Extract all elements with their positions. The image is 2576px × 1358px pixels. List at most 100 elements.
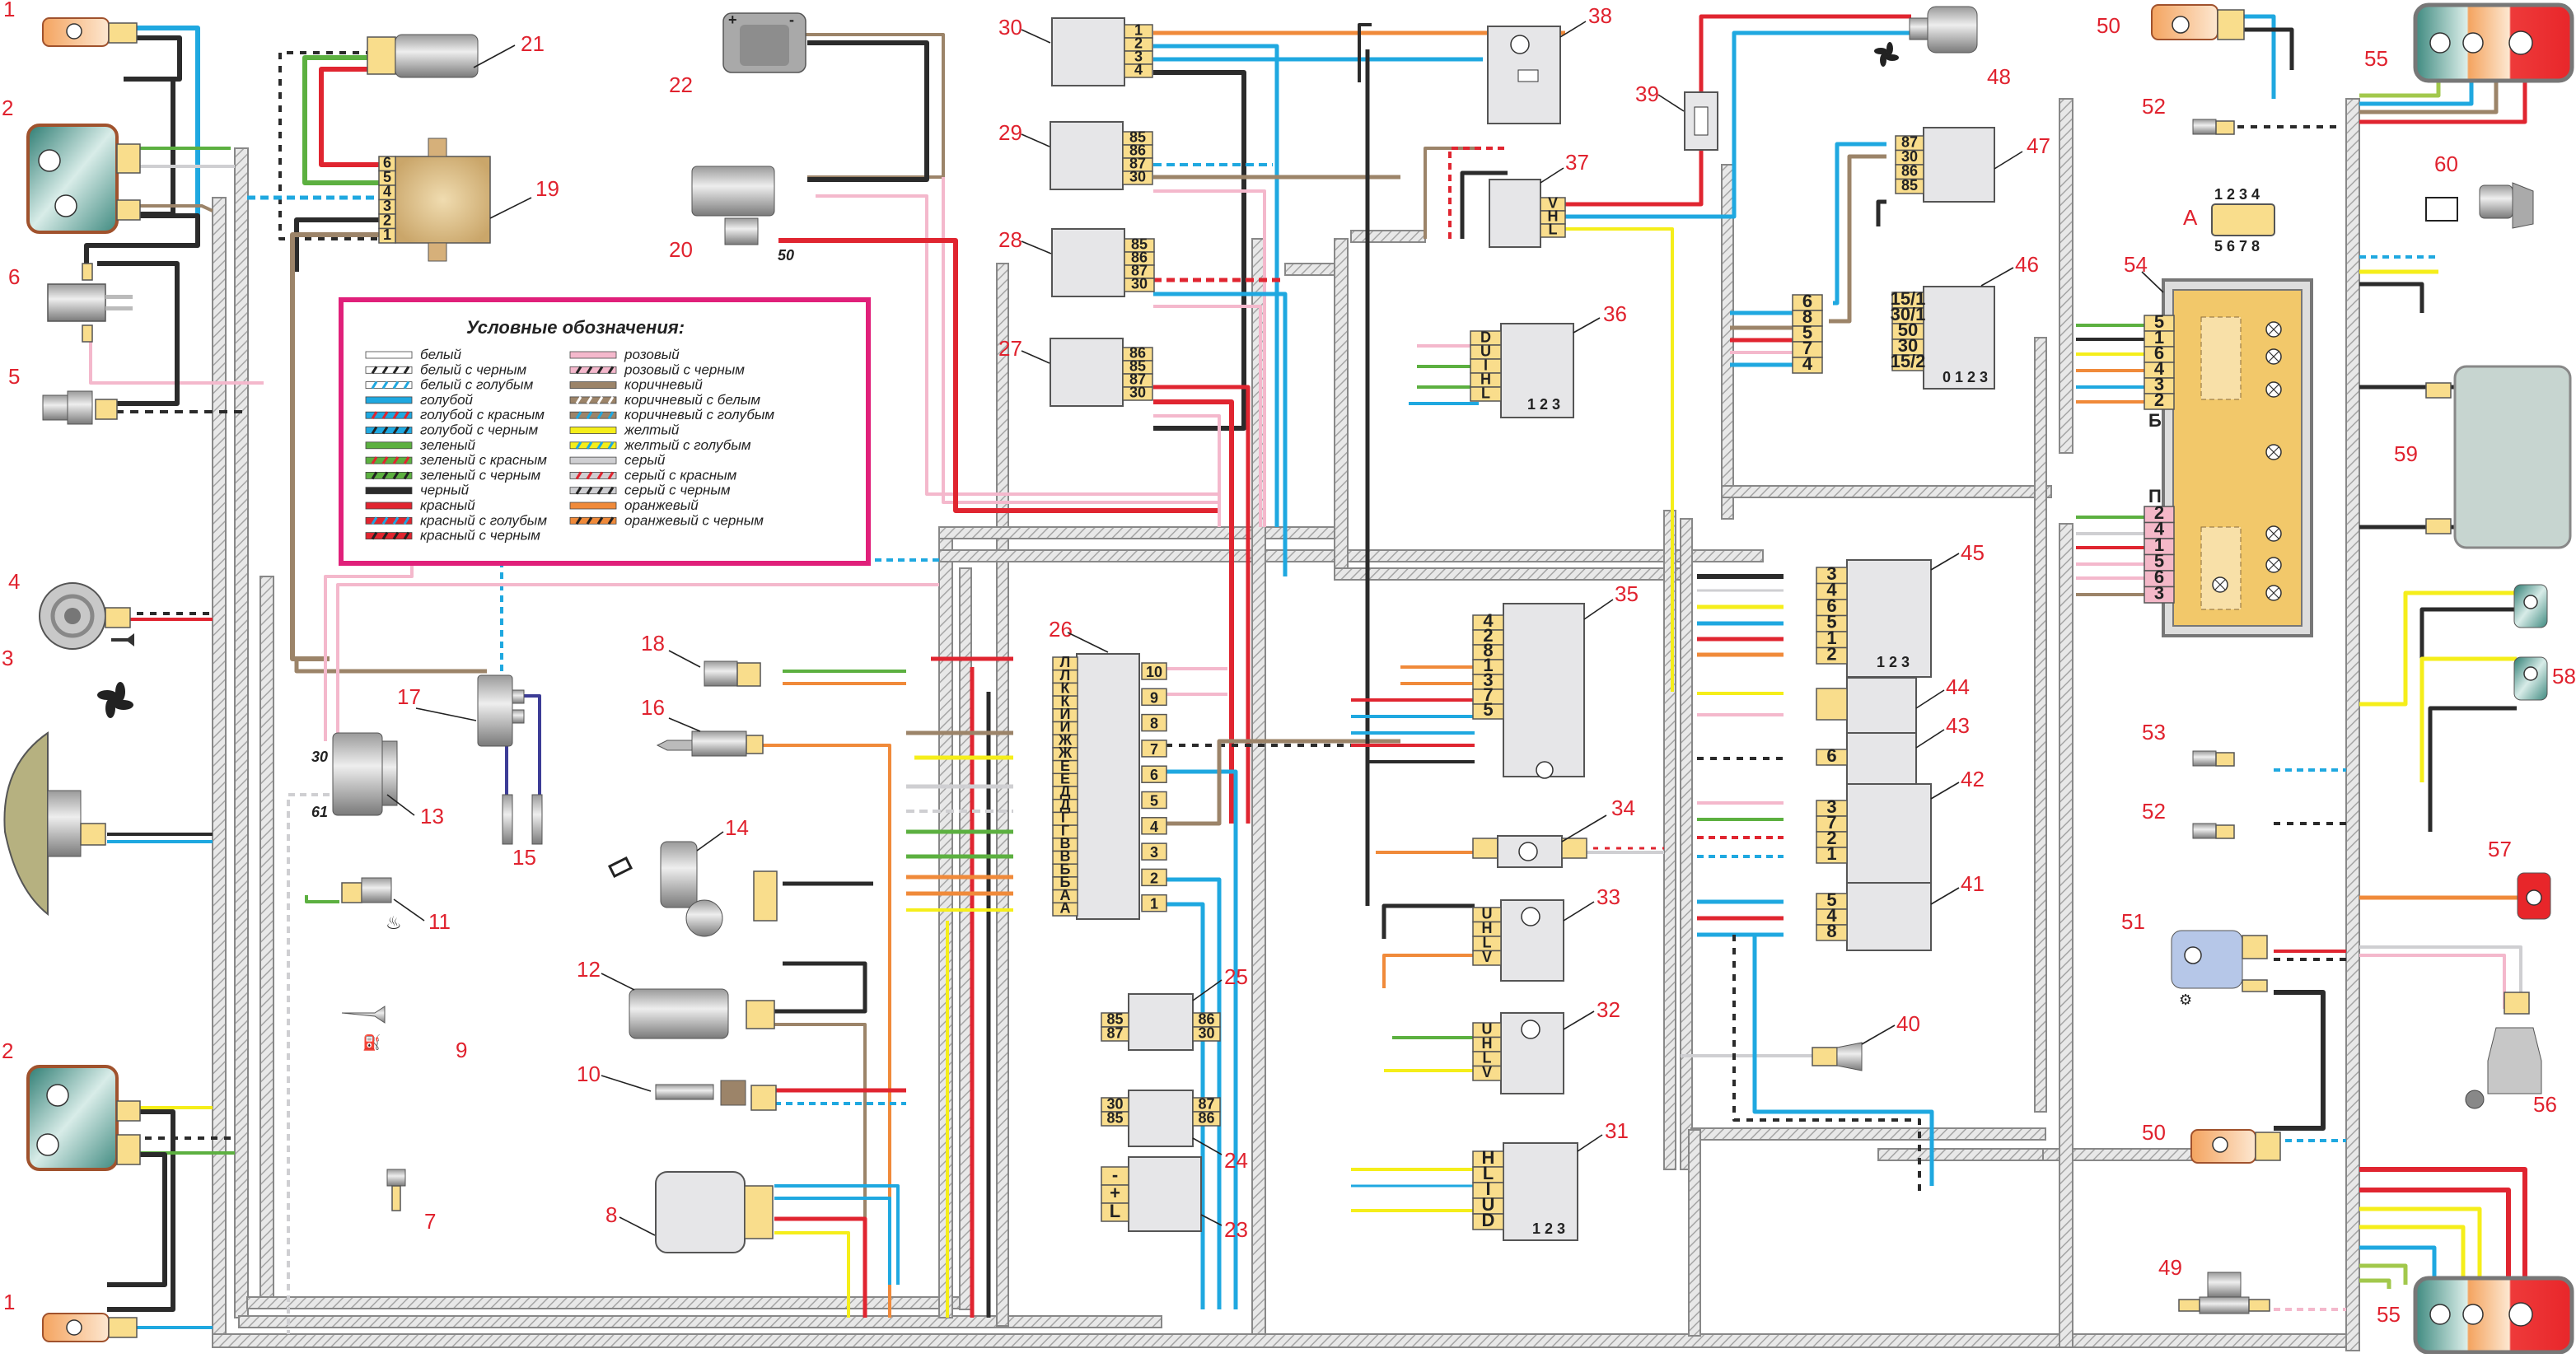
pin-label: К <box>1061 693 1071 709</box>
connector-pin <box>1472 703 1504 720</box>
pin-label: V <box>1482 1064 1492 1080</box>
component-number: 22 <box>669 72 693 97</box>
oil-can-icon: ⛽ <box>362 1034 381 1051</box>
pin-label: 4 <box>1826 905 1837 926</box>
legend-swatch <box>365 366 413 374</box>
connector-pin <box>1052 902 1078 917</box>
pin-label: 2 <box>2154 390 2164 410</box>
pin-label: U <box>1482 1194 1495 1215</box>
pin-label: 2 <box>383 212 391 229</box>
generator-terminal-30: 30 <box>311 749 328 765</box>
switch-positions: 1 2 3 <box>1877 654 1910 670</box>
pin-label: 5 <box>1826 889 1836 910</box>
side-repeater-lamp-front-bottom: 1 <box>3 1290 138 1342</box>
connector-pin <box>1141 894 1167 912</box>
connector-pin <box>1124 278 1155 292</box>
switch-43: 6 43 <box>1816 713 1970 785</box>
pin-label: В <box>1060 848 1071 865</box>
wiper-icon <box>607 856 633 879</box>
oil-pressure-sensor: 5 <box>8 364 118 425</box>
pin-label: Г <box>1061 810 1069 826</box>
legend-label: серый с черным <box>624 483 731 498</box>
pin-label: 87 <box>1106 1024 1123 1041</box>
legend-swatch <box>569 396 617 404</box>
connector-pin <box>1816 847 1848 864</box>
lamp-icon <box>2526 889 2542 906</box>
legend-label: серый с красным <box>624 467 737 483</box>
pin-label: Г <box>1061 822 1069 838</box>
legend-swatch <box>569 502 617 510</box>
pin-label: 1 <box>1483 655 1493 675</box>
rear-window-heater: 59 <box>2394 365 2572 549</box>
legend-swatch <box>365 441 413 450</box>
pin-label: L <box>1483 1050 1492 1066</box>
pin-label: 8 <box>1802 306 1812 327</box>
legend-label: голубой с черным <box>420 422 539 438</box>
lamp-icon <box>2523 595 2538 609</box>
pin-label: Л <box>1060 667 1071 684</box>
lamp-icon <box>2212 1136 2228 1153</box>
legend-item: серый с красным <box>569 467 737 483</box>
component-number: 2 <box>2 1038 13 1063</box>
connector-pin <box>1472 950 1502 966</box>
legend-label: розовый <box>624 347 680 362</box>
pin-label: 7 <box>1802 338 1812 358</box>
control-unit-8: 8 <box>605 1171 774 1253</box>
pin-label: H <box>1480 371 1491 387</box>
legend-swatch <box>365 502 413 510</box>
legend-item: желтый <box>569 422 680 438</box>
legend-item: красный с черным <box>365 528 540 544</box>
legend-label: черный <box>420 483 470 498</box>
heater-resistor: 39 <box>1635 82 1718 151</box>
sensor-12: 12 <box>577 957 775 1039</box>
legend-item: розовый <box>569 347 680 362</box>
pin-label: 8 <box>1483 640 1493 660</box>
component-number: 33 <box>1597 884 1620 909</box>
component-number: 44 <box>1946 674 1970 699</box>
legend-title: Условные обозначения: <box>466 317 685 338</box>
legend-item: голубой с красным <box>365 407 545 422</box>
pin-label: 3 <box>1826 563 1836 584</box>
legend-item: красный <box>365 497 475 513</box>
pin-label: 4 <box>1802 353 1813 374</box>
pin-label: 7 <box>1150 741 1158 758</box>
pin-label: К <box>1061 680 1071 697</box>
connector-pin <box>1540 223 1566 238</box>
pin-label: 4 <box>1483 610 1494 631</box>
switch-positions: 1 2 3 <box>1532 1220 1565 1237</box>
pin-label: 87 <box>1198 1095 1214 1112</box>
pin-label: H <box>1548 208 1559 224</box>
legend-label: белый <box>420 347 462 362</box>
connector-pin <box>1101 1202 1129 1222</box>
legend-item: белый с голубым <box>365 377 534 393</box>
legend-item: серый с черным <box>569 483 731 498</box>
legend-item: оранжевый <box>569 497 699 513</box>
pin-label: И <box>1060 706 1071 722</box>
sensor-51: ⚙ 51 <box>2121 909 2268 1008</box>
component-number: 25 <box>1224 964 1248 989</box>
component-number: 17 <box>397 684 421 709</box>
gear-icon: ⚙ <box>2179 992 2192 1008</box>
component-number: 39 <box>1635 82 1659 106</box>
component-number: 43 <box>1946 713 1970 738</box>
component-number: 16 <box>641 695 665 720</box>
connector-pin <box>1472 1213 1504 1230</box>
component-number: 29 <box>998 120 1022 145</box>
component-number: 1 <box>3 0 15 21</box>
switch-41: 548 41 <box>1816 871 1985 951</box>
headlamp-washer-pump: 6 <box>8 263 133 343</box>
pin-label: U <box>1480 343 1491 359</box>
pin-label: 3 <box>383 198 391 214</box>
component-number: 23 <box>1224 1217 1248 1242</box>
side-repeater-lamp-rear-bottom: 50 <box>2142 1120 2281 1164</box>
fan-icon <box>97 682 133 718</box>
legend-label: желтый с голубым <box>624 437 751 453</box>
pin-label: 2 <box>1483 625 1493 646</box>
lamp-icon <box>2184 946 2202 964</box>
legend-label: белый с голубым <box>420 377 534 393</box>
